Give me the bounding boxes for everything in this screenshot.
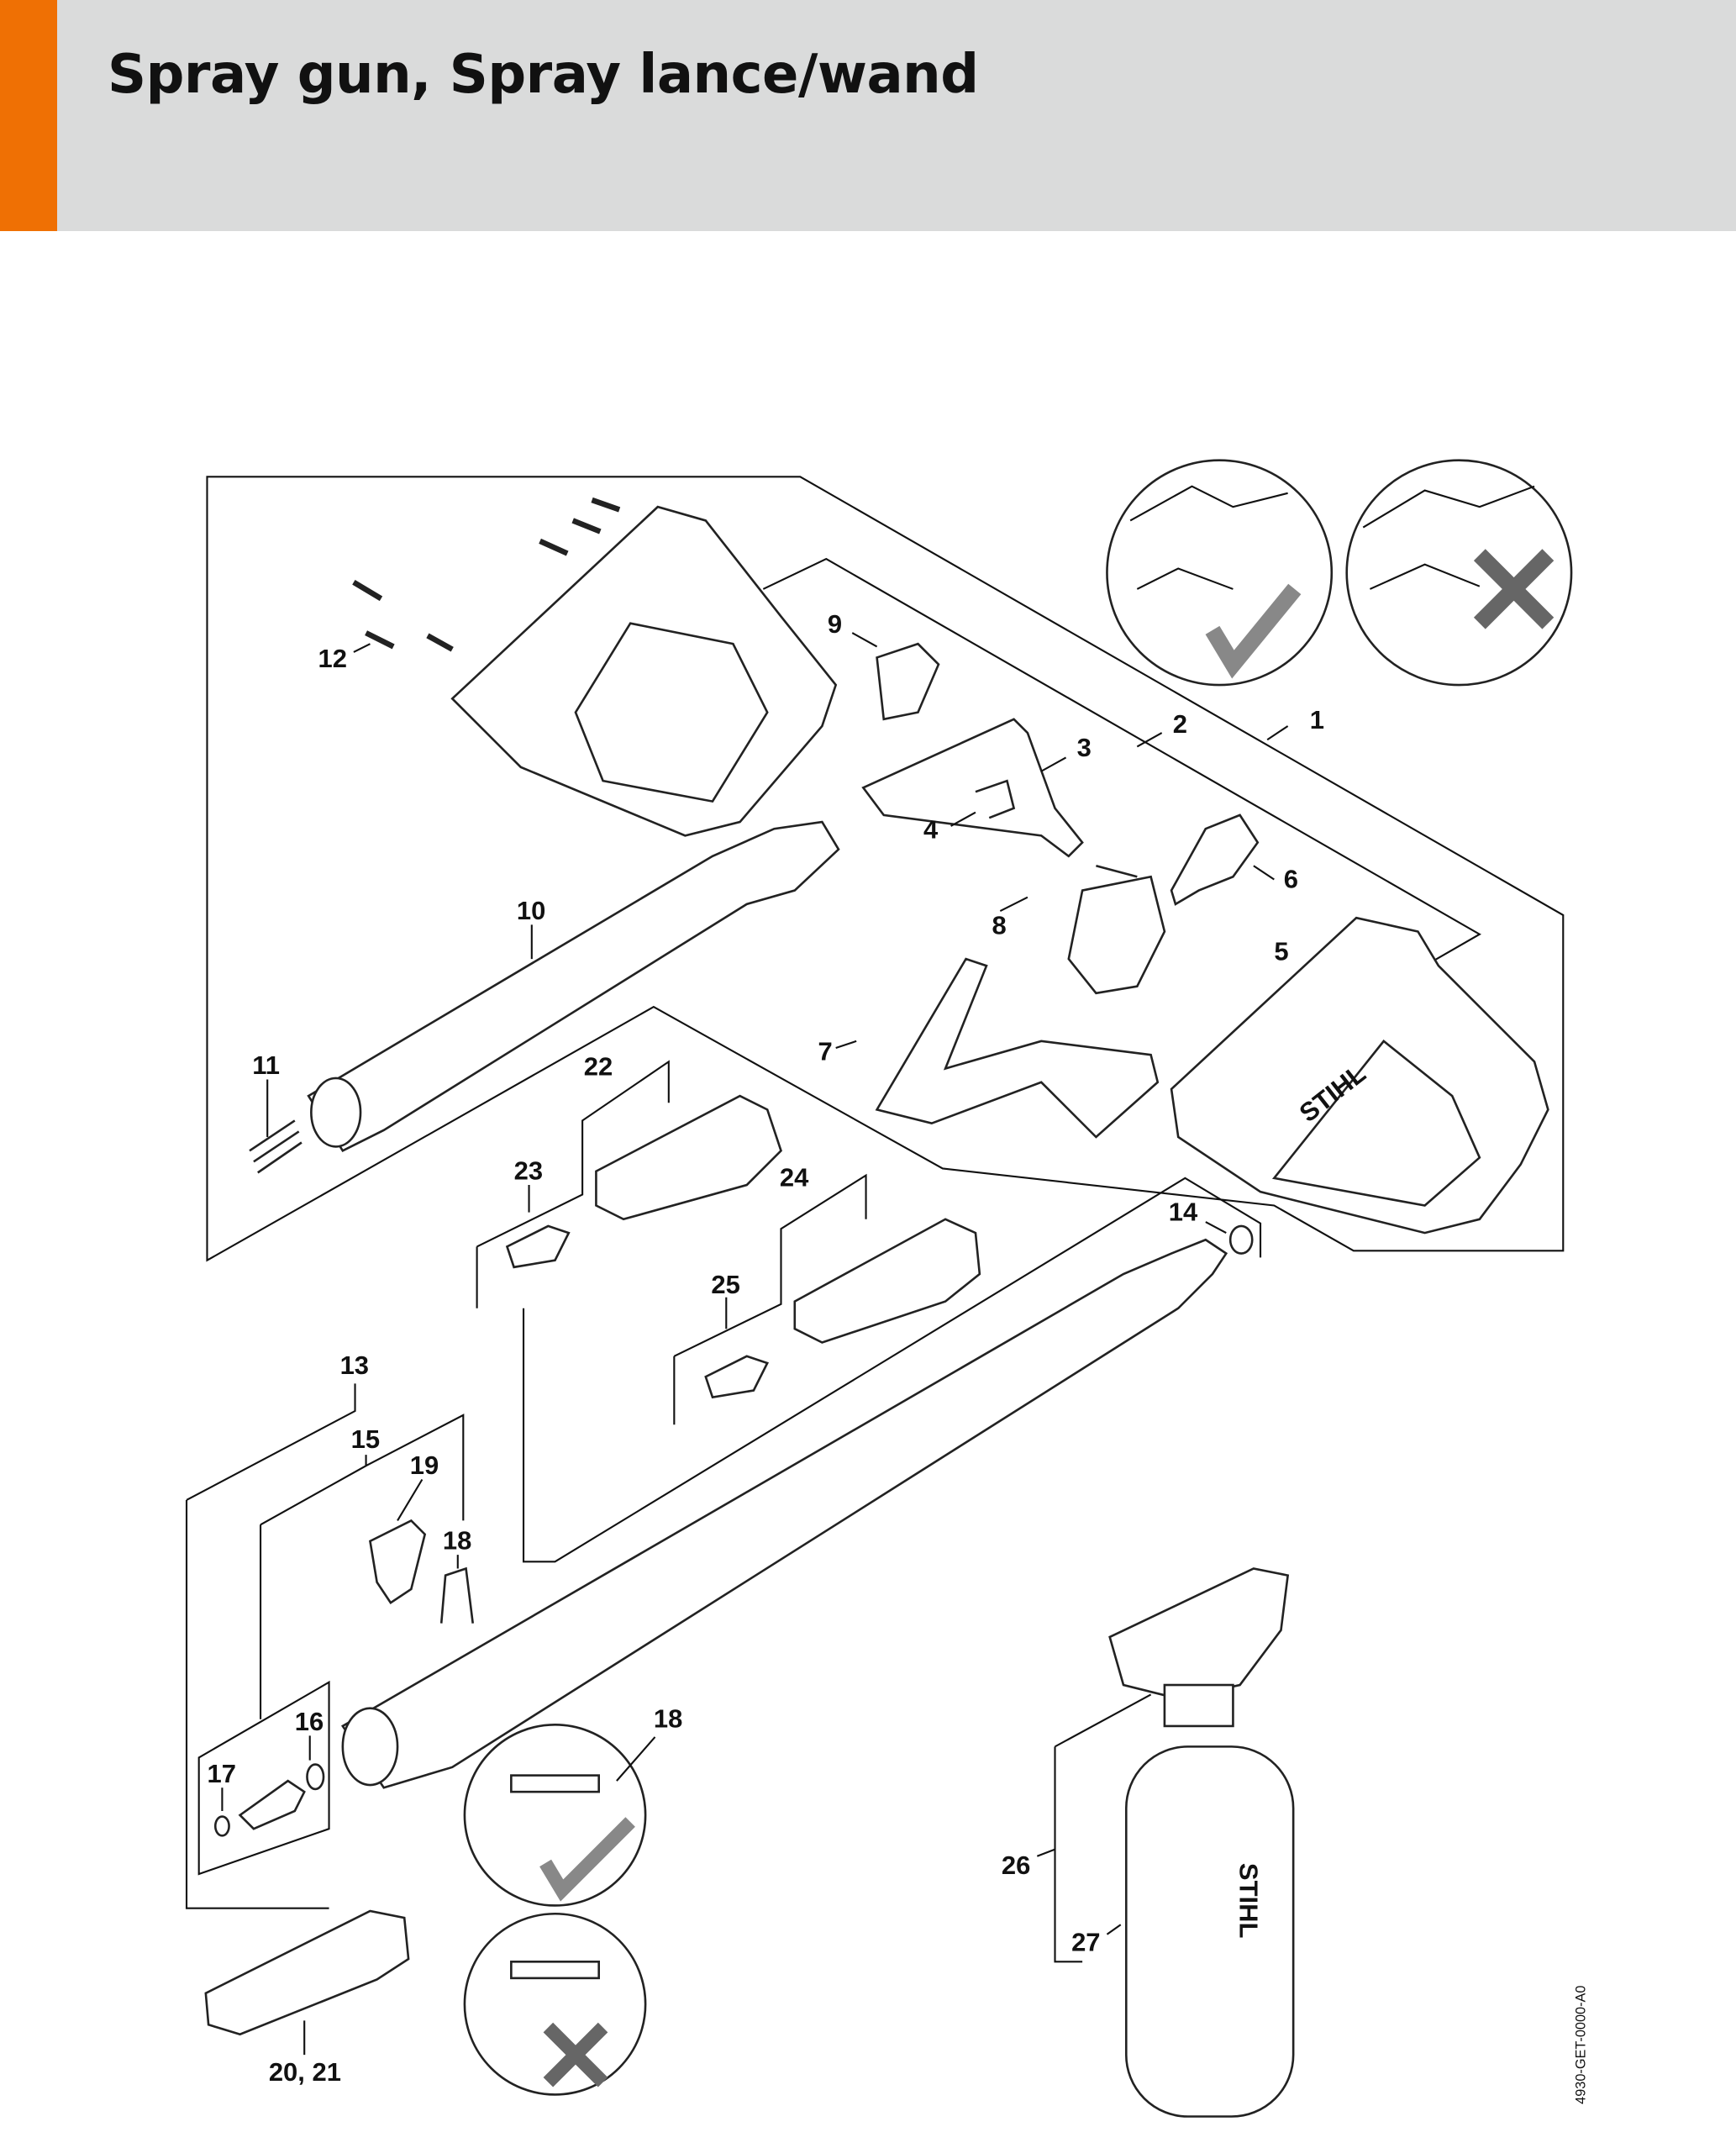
cross-mark-icon (1473, 549, 1555, 629)
inset-clip-correct (463, 1723, 647, 1907)
assembly-frame-2 (762, 557, 1481, 967)
valve-insert-17 (238, 1779, 306, 1830)
label-11: 11 (252, 1050, 280, 1080)
frame-24-25 (673, 1173, 867, 1425)
check-mark-icon (1205, 583, 1302, 679)
spring-11 (249, 1119, 302, 1174)
label-12: 12 (318, 644, 347, 673)
cross-mark-icon (543, 2022, 608, 2087)
label-15: 15 (351, 1424, 380, 1454)
header-accent (0, 0, 57, 231)
label-5: 5 (1274, 937, 1288, 966)
screws-12 (352, 497, 621, 652)
lance-end-10 (310, 1077, 362, 1148)
nozzle-insert-23 (505, 1224, 571, 1269)
label-26: 26 (1002, 1851, 1030, 1880)
nozzle-insert-25 (704, 1355, 770, 1399)
label-10: 10 (517, 896, 545, 925)
nozzle-22 (595, 1094, 782, 1221)
valve-5 (1067, 875, 1166, 995)
label-9: 9 (828, 609, 842, 639)
label-6: 6 (1284, 864, 1298, 893)
label-22: 22 (584, 1052, 613, 1082)
label-19: 19 (410, 1450, 439, 1480)
label-18-inset: 18 (654, 1704, 682, 1734)
nozzle-20-21 (204, 1909, 410, 2036)
foam-nozzle-26 (1108, 1567, 1290, 1700)
frame-16-17 (197, 1680, 330, 1876)
inset-correct (1106, 459, 1334, 687)
label-7: 7 (818, 1037, 833, 1066)
label-16: 16 (295, 1707, 324, 1736)
lance-end-13 (341, 1707, 399, 1787)
label-24: 24 (780, 1163, 809, 1192)
label-23: 23 (514, 1156, 543, 1186)
assembly-frame-1 (206, 476, 1565, 1262)
label-13: 13 (340, 1350, 369, 1380)
clip-housing-19 (369, 1519, 427, 1605)
label-1: 1 (1310, 705, 1324, 734)
o-ring-16 (306, 1763, 325, 1791)
leader-lines (221, 632, 1289, 2056)
label-4: 4 (923, 815, 939, 845)
trigger-7 (875, 957, 1160, 1139)
lance-13 (341, 1238, 1228, 1789)
label-3: 3 (1077, 733, 1092, 762)
label-2: 2 (1173, 709, 1187, 739)
label-17: 17 (207, 1759, 235, 1788)
page-title: Spray gun, Spray lance/wand (108, 44, 979, 106)
clip-4 (975, 779, 1016, 819)
foam-cap-26 (1163, 1683, 1234, 1728)
drawing-code: 4930-GET-0000-A0 (1573, 1986, 1588, 2104)
clip-18 (439, 1566, 475, 1624)
frame-22-23 (476, 1060, 670, 1308)
bottle-brand-logo: STIHL (1234, 1863, 1264, 1938)
label-20-21: 20, 21 (269, 2057, 341, 2087)
label-8: 8 (992, 911, 1007, 940)
label-18: 18 (443, 1526, 471, 1556)
o-ring-17 (213, 1815, 230, 1837)
trigger-lock-6 (1170, 813, 1260, 906)
assembly-frame-lance (522, 1177, 1262, 1563)
foam-bottle-27 (1124, 1745, 1295, 2118)
lance-tube-10 (307, 820, 840, 1152)
gun-housing-window (574, 622, 769, 803)
nozzle-24 (793, 1218, 981, 1344)
assembly-frame-15 (259, 1414, 465, 1719)
inset-incorrect (1345, 459, 1573, 687)
pin-8 (1096, 864, 1138, 878)
inset-clip-incorrect (463, 1912, 647, 2096)
label-14: 14 (1169, 1197, 1198, 1226)
header-bar (0, 0, 1736, 231)
assembly-frame-13 (185, 1383, 356, 1909)
frame-26-27 (1054, 1693, 1152, 1963)
valve-part-9 (876, 642, 940, 721)
handle-grip-opening (1271, 1040, 1481, 1207)
o-ring-14 (1228, 1224, 1254, 1255)
check-mark-icon (539, 1817, 635, 1902)
tube-3 (861, 718, 1084, 858)
label-27: 27 (1071, 1927, 1100, 1956)
label-25: 25 (711, 1270, 739, 1299)
